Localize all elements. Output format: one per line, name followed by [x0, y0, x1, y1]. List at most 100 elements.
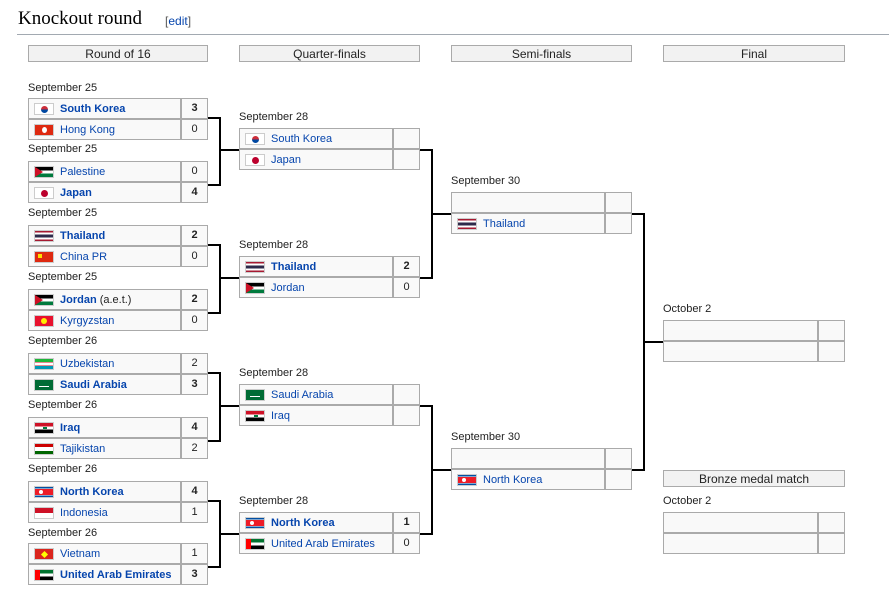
team-name-link[interactable]: Saudi Arabia: [60, 378, 127, 391]
team-name-link[interactable]: Iraq: [271, 409, 290, 422]
r16-match-2-date: September 25: [28, 143, 98, 155]
round-header-r16: Round of 16: [28, 45, 208, 62]
flag-ksa-icon: [34, 378, 54, 391]
team-name-link[interactable]: Thailand: [60, 229, 106, 242]
qf-match-2-date: September 28: [239, 239, 309, 251]
qf-match-3-team-2[interactable]: Iraq: [239, 405, 393, 426]
r16-match-7-team-1[interactable]: North Korea: [28, 481, 181, 502]
connector-sf-1: [632, 213, 644, 215]
connector-r16-bridge-1: [219, 149, 221, 153]
r16-match-5-team-2[interactable]: Saudi Arabia: [28, 374, 181, 395]
team-name-link[interactable]: Uzbekistan: [60, 357, 115, 370]
qf-match-3-team-1[interactable]: Saudi Arabia: [239, 384, 393, 405]
r16-match-2-score-2: 4: [181, 182, 208, 203]
r16-match-8-date: September 26: [28, 527, 98, 539]
edit-link[interactable]: [edit]: [165, 14, 192, 28]
sf-match-2-score-1: [605, 448, 632, 469]
r16-match-1-team-1[interactable]: South Korea: [28, 98, 181, 119]
qf-match-4-date: September 28: [239, 495, 309, 507]
r16-match-5-team-1[interactable]: Uzbekistan: [28, 353, 181, 374]
flag-uae-icon: [34, 568, 54, 581]
r16-match-3-team-1[interactable]: Thailand: [28, 225, 181, 246]
team-name-link[interactable]: Hong Kong: [60, 123, 116, 136]
qf-match-2-score-2: 0: [393, 277, 420, 298]
sf-match-1-team-1: [451, 192, 605, 213]
team-name-link[interactable]: Jordan: [60, 293, 97, 306]
qf-match-2-team-1[interactable]: Thailand: [239, 256, 393, 277]
team-name-link[interactable]: Jordan: [271, 281, 305, 294]
flag-irq-icon: [245, 409, 265, 422]
team-name-link[interactable]: South Korea: [60, 102, 126, 115]
qf-match-3-score-2: [393, 405, 420, 426]
sf-match-2-team-2[interactable]: North Korea: [451, 469, 605, 490]
team-name-link[interactable]: Palestine: [60, 165, 106, 178]
team-name-link[interactable]: North Korea: [483, 473, 543, 486]
connector-sf-2: [632, 469, 644, 471]
r16-match-6-score-2: 2: [181, 438, 208, 459]
r16-match-4-team-2[interactable]: Kyrgyzstan: [28, 310, 181, 331]
r16-match-3-team-2[interactable]: China PR: [28, 246, 181, 267]
flag-prk-icon: [245, 516, 265, 529]
qf-match-4-team-1[interactable]: North Korea: [239, 512, 393, 533]
qf-match-4-team-2[interactable]: United Arab Emirates: [239, 533, 393, 554]
flag-prk-icon: [457, 473, 477, 486]
r16-match-2-team-2[interactable]: Japan: [28, 182, 181, 203]
flag-vie-icon: [34, 547, 54, 560]
team-name-link[interactable]: United Arab Emirates: [60, 568, 172, 581]
team-name-link[interactable]: Vietnam: [60, 547, 101, 560]
team-name-link[interactable]: Indonesia: [60, 506, 108, 519]
connector-r16-8: [208, 566, 220, 568]
team-name-link[interactable]: Saudi Arabia: [271, 388, 334, 401]
team-name-link[interactable]: Japan: [60, 186, 92, 199]
connector-r16-out-1: [219, 149, 239, 151]
r16-match-7-score-2: 1: [181, 502, 208, 523]
sf-match-1-team-2[interactable]: Thailand: [451, 213, 605, 234]
r16-match-8-team-2[interactable]: United Arab Emirates: [28, 564, 181, 585]
team-name-link[interactable]: Thailand: [483, 217, 526, 230]
bronze-match-team-2: [663, 533, 818, 554]
heading-rule: [17, 34, 889, 35]
flag-tha-icon: [245, 260, 265, 273]
qf-match-3-score-1: [393, 384, 420, 405]
r16-match-2-team-1[interactable]: Palestine: [28, 161, 181, 182]
connector-r16-out-4: [219, 533, 239, 535]
connector-qf-3: [420, 405, 432, 407]
team-name-link[interactable]: China PR: [60, 250, 108, 263]
sf-match-1-score-1: [605, 192, 632, 213]
qf-match-2-team-2[interactable]: Jordan: [239, 277, 393, 298]
connector-qf-1: [420, 149, 432, 151]
team-name-link[interactable]: Japan: [271, 153, 301, 166]
r16-match-7-team-2[interactable]: Indonesia: [28, 502, 181, 523]
r16-match-6-team-1[interactable]: Iraq: [28, 417, 181, 438]
r16-match-4-team-1[interactable]: Jordan(a.e.t.): [28, 289, 181, 310]
flag-uzb-icon: [34, 357, 54, 370]
connector-r16-3: [208, 244, 220, 246]
final-match-score-2: [818, 341, 845, 362]
team-name-link[interactable]: Kyrgyzstan: [60, 314, 115, 327]
team-name-link[interactable]: North Korea: [60, 485, 124, 498]
qf-match-1-team-2[interactable]: Japan: [239, 149, 393, 170]
round-header-sf: Semi-finals: [451, 45, 632, 62]
final-match-score-1: [818, 320, 845, 341]
r16-match-8-team-1[interactable]: Vietnam: [28, 543, 181, 564]
team-name-link[interactable]: Thailand: [271, 260, 317, 273]
flag-ple-icon: [34, 165, 54, 178]
flag-irq-icon: [34, 421, 54, 434]
team-name-link[interactable]: South Korea: [271, 132, 333, 145]
connector-r16-7: [208, 500, 220, 502]
r16-match-1-team-2[interactable]: Hong Kong: [28, 119, 181, 140]
r16-match-6-score-1: 4: [181, 417, 208, 438]
flag-jpn-icon: [34, 186, 54, 199]
r16-match-7-date: September 26: [28, 463, 98, 475]
round-header-final: Final: [663, 45, 845, 62]
team-name-link[interactable]: Tajikistan: [60, 442, 106, 455]
team-name-link[interactable]: North Korea: [271, 516, 335, 529]
edit-link-text[interactable]: edit: [168, 14, 188, 28]
r16-match-4-score-2: 0: [181, 310, 208, 331]
r16-match-6-team-2[interactable]: Tajikistan: [28, 438, 181, 459]
connector-r16-6: [208, 440, 220, 442]
r16-match-3-date: September 25: [28, 207, 98, 219]
qf-match-1-team-1[interactable]: South Korea: [239, 128, 393, 149]
team-name-link[interactable]: United Arab Emirates: [271, 537, 375, 550]
team-name-link[interactable]: Iraq: [60, 421, 81, 434]
